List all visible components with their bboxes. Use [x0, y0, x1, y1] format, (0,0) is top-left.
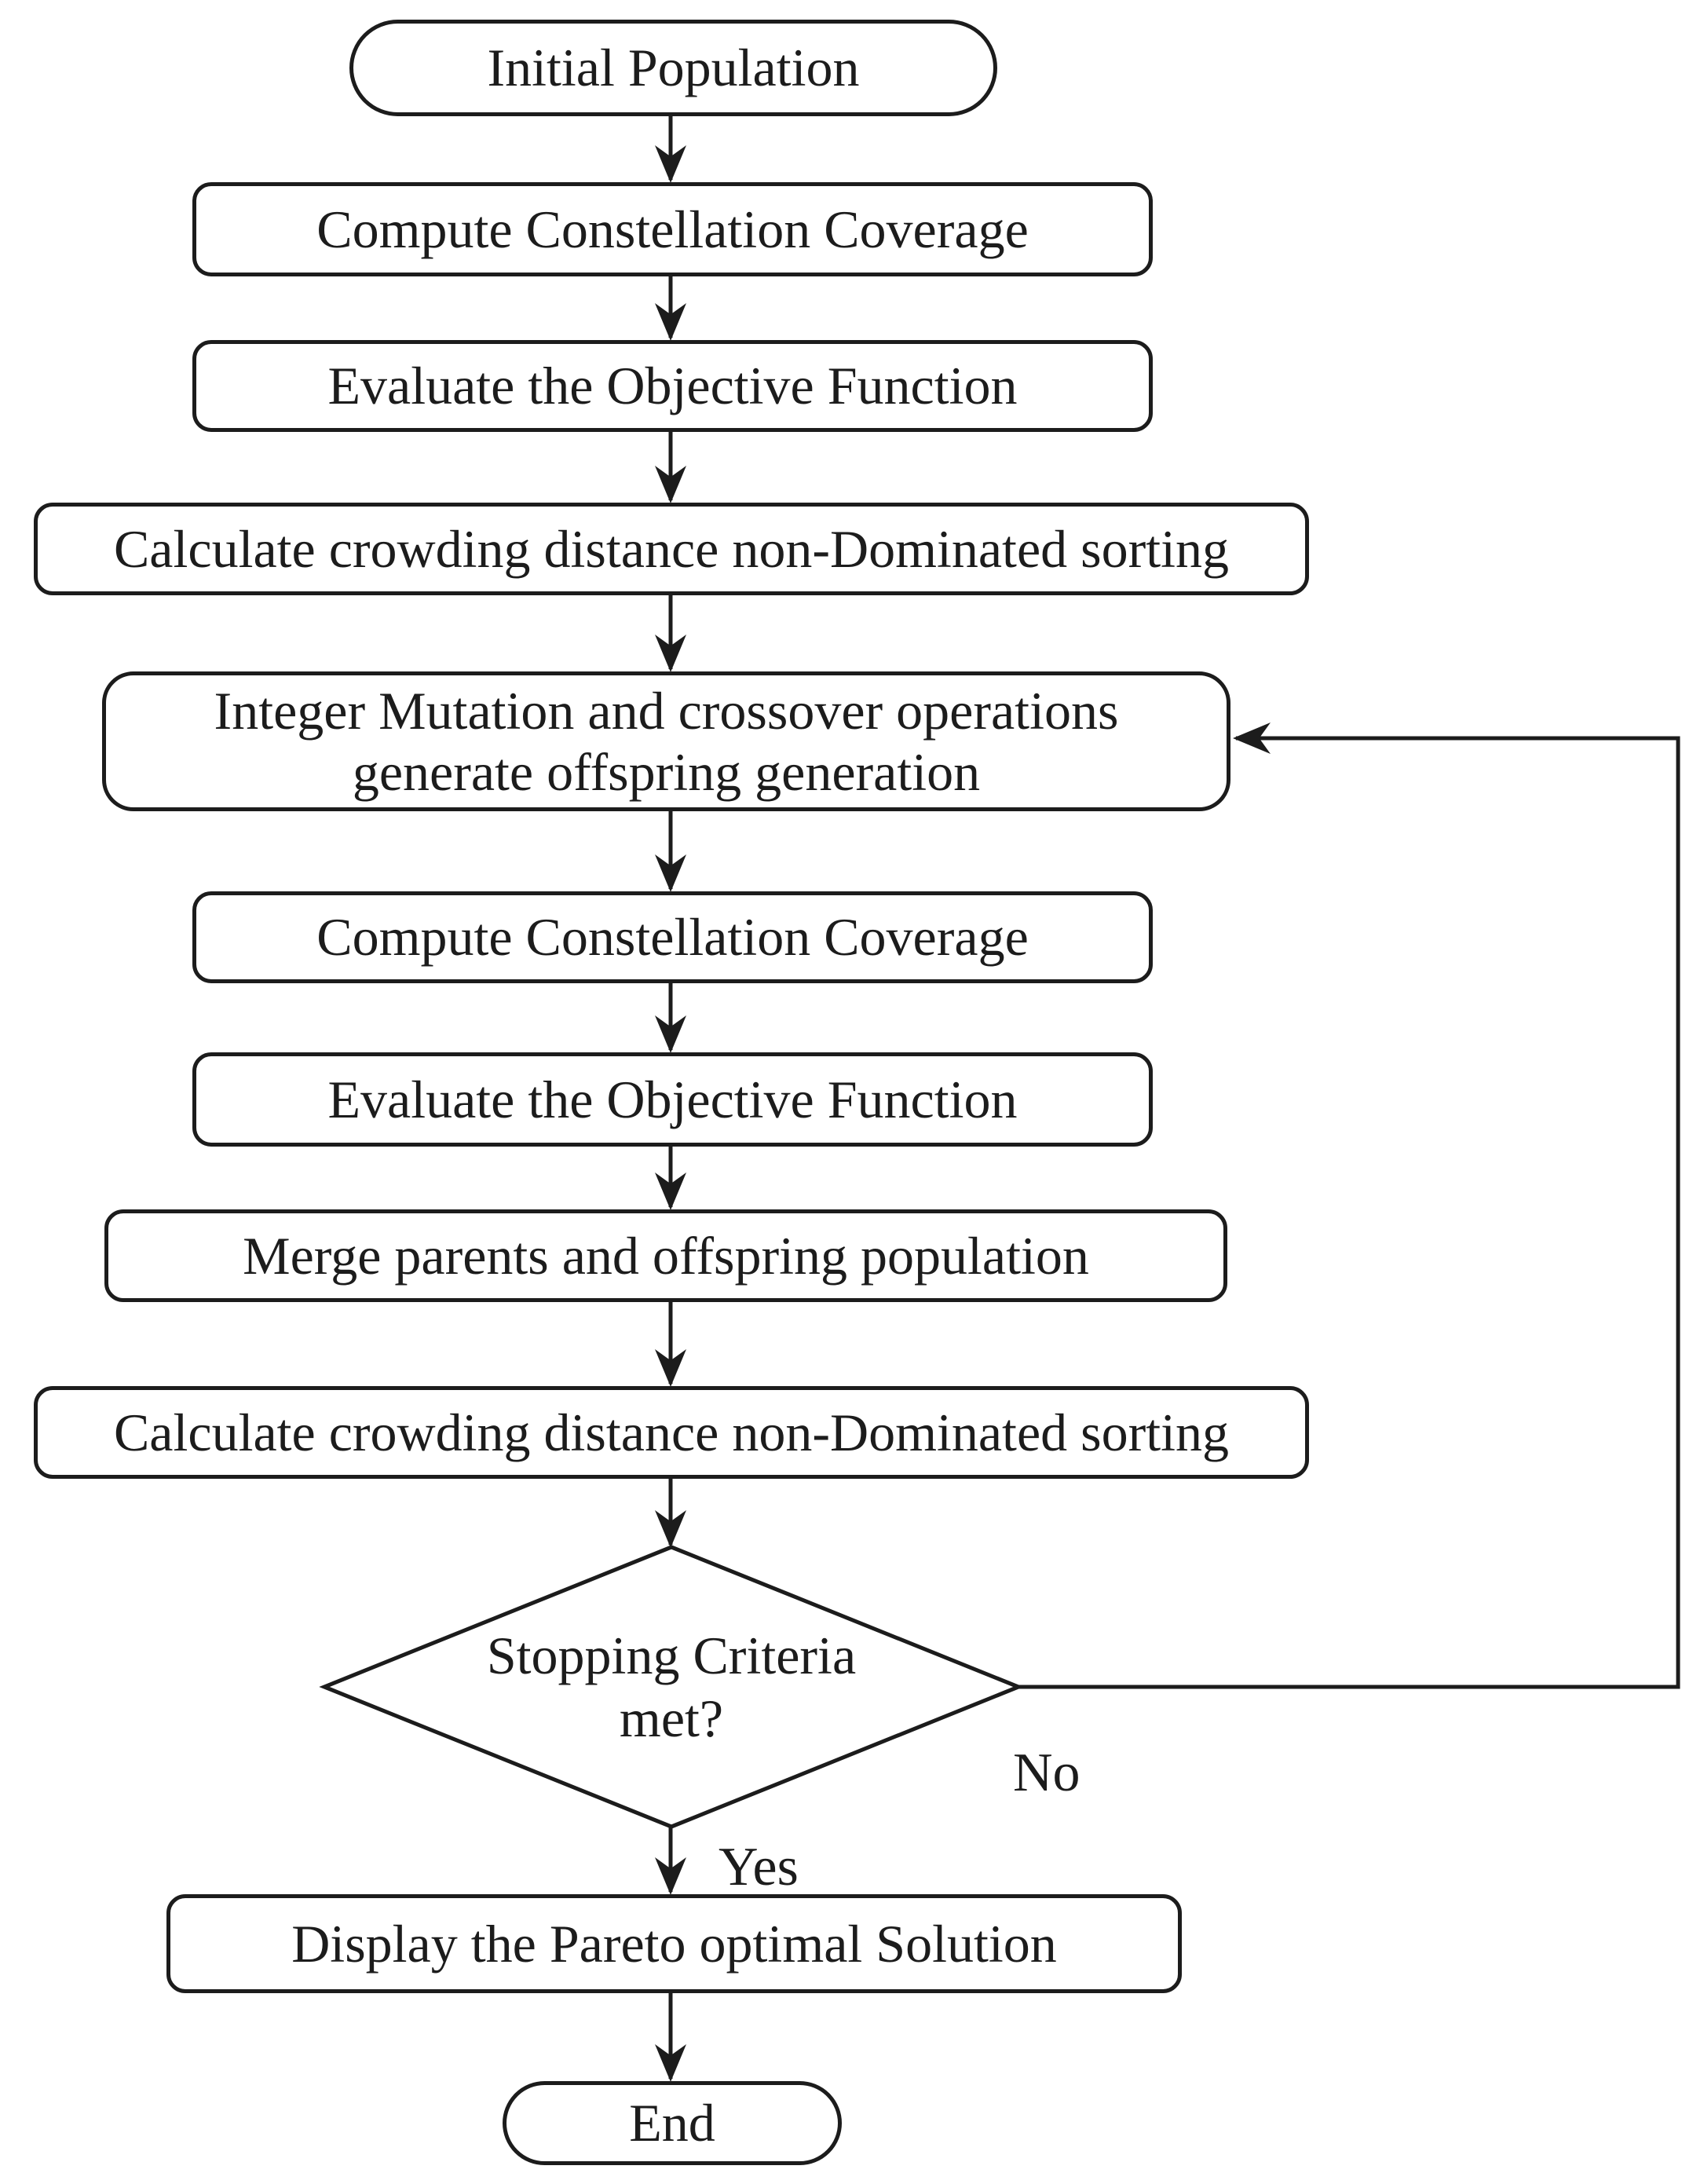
node-initial-population: Initial Population: [349, 20, 997, 116]
node-decision: Stopping Criteria met?: [452, 1601, 891, 1773]
node-compute-coverage-2: Compute Constellation Coverage: [192, 891, 1153, 983]
node-compute-coverage-2-label: Compute Constellation Coverage: [316, 907, 1029, 968]
node-display-solution: Display the Pareto optimal Solution: [166, 1894, 1182, 1993]
edge-label-no-text: No: [1013, 1743, 1081, 1803]
node-crowding-sort-2: Calculate crowding distance non-Dominate…: [34, 1386, 1309, 1479]
node-crowding-sort-1-label: Calculate crowding distance non-Dominate…: [113, 518, 1230, 579]
node-evaluate-objective-2-label: Evaluate the Objective Function: [327, 1069, 1018, 1129]
node-decision-label: Stopping Criteria met?: [486, 1625, 857, 1748]
node-initial-population-label: Initial Population: [487, 38, 860, 98]
node-end-label: End: [629, 2093, 715, 2153]
node-crowding-sort-2-label: Calculate crowding distance non-Dominate…: [113, 1402, 1230, 1462]
edge-label-no: No: [1013, 1742, 1081, 1805]
node-end: End: [503, 2081, 842, 2165]
node-mutation-crossover: Integer Mutation and crossover operation…: [102, 671, 1230, 811]
node-mutation-crossover-label: Integer Mutation and crossover operation…: [214, 680, 1119, 802]
node-compute-coverage-1-label: Compute Constellation Coverage: [316, 199, 1029, 259]
edge-label-yes-text: Yes: [719, 1837, 799, 1897]
edge-decision-no-loop: [1018, 723, 1680, 1689]
decision-diamond-shape: [319, 1545, 1024, 1829]
node-display-solution-label: Display the Pareto optimal Solution: [291, 1913, 1057, 1974]
node-merge-population-label: Merge parents and offspring population: [243, 1225, 1089, 1286]
node-evaluate-objective-1: Evaluate the Objective Function: [192, 340, 1153, 432]
node-evaluate-objective-1-label: Evaluate the Objective Function: [327, 356, 1018, 416]
node-evaluate-objective-2: Evaluate the Objective Function: [192, 1052, 1153, 1147]
edge-label-yes: Yes: [719, 1836, 799, 1899]
node-compute-coverage-1: Compute Constellation Coverage: [192, 182, 1153, 276]
node-merge-population: Merge parents and offspring population: [104, 1209, 1227, 1302]
node-crowding-sort-1: Calculate crowding distance non-Dominate…: [34, 503, 1309, 595]
